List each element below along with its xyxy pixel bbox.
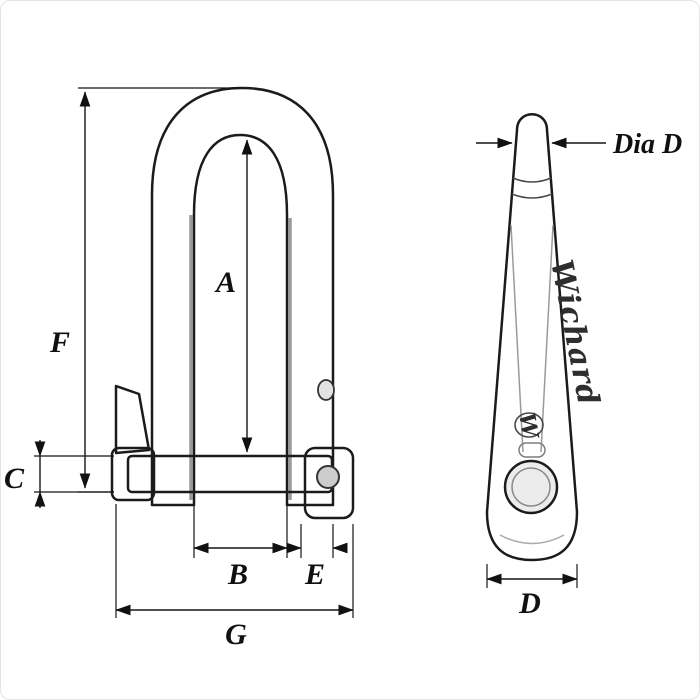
side-pin-hole-outer — [503, 459, 559, 515]
side-groove-line-1 — [512, 177, 552, 183]
side-groove-line-2 — [511, 193, 553, 199]
dimension-b: B — [193, 506, 288, 591]
side-fork-line-right — [540, 224, 554, 453]
dimension-e: E — [286, 524, 348, 591]
dimension-d: D — [486, 564, 578, 620]
key-tab — [114, 384, 151, 455]
dia-d-label: Dia D — [612, 129, 682, 160]
right-boss — [303, 446, 355, 520]
detent-circle — [317, 379, 335, 401]
brand-text: Wichard — [543, 257, 606, 409]
dim-a-label: A — [214, 266, 236, 299]
dimension-dia-d: Dia D — [476, 129, 682, 160]
dim-d-label: D — [518, 587, 541, 620]
pin-end-circle — [316, 465, 340, 489]
shackle-bow — [150, 86, 335, 507]
dimension-g: G — [115, 504, 354, 651]
side-pin-hole-inner — [511, 467, 551, 507]
pin-head — [110, 446, 156, 502]
brand-logo-letter: W — [513, 411, 543, 442]
side-body — [485, 113, 579, 562]
side-fork-line-left — [510, 224, 524, 453]
side-bottom-shade — [499, 534, 565, 545]
bow-highlight-left — [163, 98, 241, 490]
front-view — [110, 86, 355, 520]
dim-e-label: E — [304, 558, 325, 591]
brand-logo-ring — [514, 412, 544, 438]
side-slot-detail — [518, 442, 546, 458]
dim-c-label: C — [4, 462, 25, 495]
dimension-c: C — [4, 440, 114, 508]
dim-g-label: G — [225, 618, 247, 651]
dim-b-label: B — [227, 558, 248, 591]
side-view: Wichard W — [485, 113, 606, 562]
dimension-a: A — [214, 139, 253, 453]
dim-f-label: F — [49, 326, 70, 359]
